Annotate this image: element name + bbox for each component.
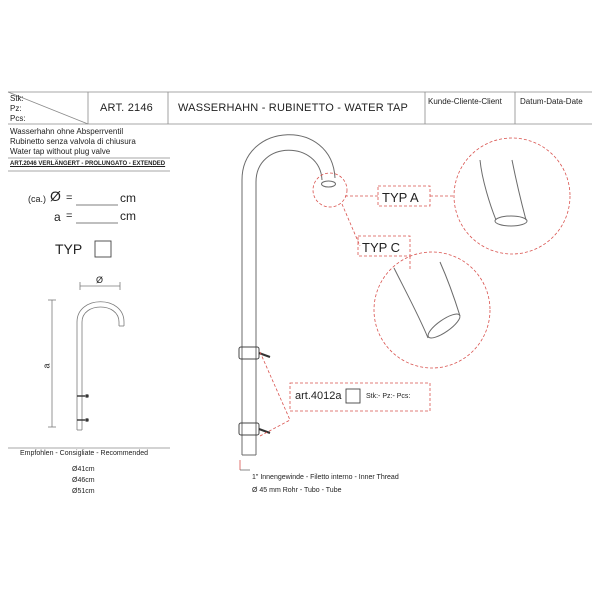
article-number: ART. 2146 [100,102,153,114]
main-tap-drawing [238,134,336,456]
small-height-label: a [41,363,52,369]
bracket-article: art.4012a [295,390,342,402]
lower-screw [258,428,271,434]
thread-marker [239,460,250,471]
typ-a-label: TYP A [382,190,419,205]
diameter-unit: cm [120,191,136,205]
header-frame [7,91,592,449]
typ-label: TYP [55,241,83,257]
main-tap-spout-opening [321,180,336,188]
detail-c-contents [393,261,461,339]
bracket-checkbox[interactable] [345,388,361,404]
typ-c-label: TYP C [362,240,401,255]
recommended-value: Ø41cm [72,466,95,473]
a-unit: cm [120,209,136,223]
small-screw [85,393,90,398]
tube-description: Ø 45 mm Rohr - Tubo - Tube [252,487,342,494]
leader-typ-c [341,203,361,247]
a-symbol: a [54,210,61,224]
main-tap-outer [241,134,336,455]
small-tap-outer [76,301,125,430]
form-lines [76,204,118,224]
detail-a-inner [511,159,527,221]
bracket-callout-box [289,382,431,412]
client-label[interactable]: Kunde-Cliente-Client [428,97,502,106]
diameter-equals: = [66,192,73,204]
detail-c-outer [393,267,429,339]
typ-c-box [357,235,411,257]
small-tap-drawing [48,282,125,431]
header-diagonal [7,91,89,125]
description-line-en: Water tap without plug valve [10,147,111,156]
qty-label-stk: Stk: [10,94,24,103]
recommended-value: Ø46cm [72,477,95,484]
detail-c-inner [439,261,461,317]
detail-circle-c [373,251,491,369]
detail-circle-a [453,137,571,255]
small-tap-inner [81,306,120,430]
small-diameter-label: Ø [96,275,104,285]
callouts [259,137,571,437]
diameter-prefix: (ca.) [28,194,46,204]
description-line-de: Wasserhahn ohne Absperrventil [10,127,124,136]
small-screw [85,417,90,422]
recommended-title: Empfohlen - Consigliate - Recommended [20,450,149,457]
a-equals: = [66,210,73,222]
leader-bracket [259,351,291,421]
spout-highlight-circle [312,172,348,208]
detail-a-contents [479,159,528,227]
typ-checkbox[interactable] [94,240,112,258]
description-line-it: Rubinetto senza valvola di chiusura [10,137,136,146]
detail-a-opening [494,215,528,227]
diameter-symbol: Ø [50,188,61,204]
variant-note: ART.2046 VERLÄNGERT - PROLUNGATO - EXTEN… [10,161,166,167]
leader-bracket [259,419,291,437]
detail-a-outer [479,159,497,221]
bracket-qty-label: Stk:- Pz:- Pcs: [366,393,411,400]
qty-label-pz: Pz: [10,104,22,113]
recommended-value: Ø51cm [72,488,95,495]
main-tap-inner [255,149,323,455]
detail-c-opening [427,313,461,339]
date-label[interactable]: Datum-Data-Date [520,97,583,106]
thread-description: 1" Innengewinde - Filetto interno - Inne… [252,474,399,481]
qty-label-pcs: Pcs: [10,114,26,123]
page-title: WASSERHAHN - RUBINETTO - WATER TAP [178,102,409,114]
